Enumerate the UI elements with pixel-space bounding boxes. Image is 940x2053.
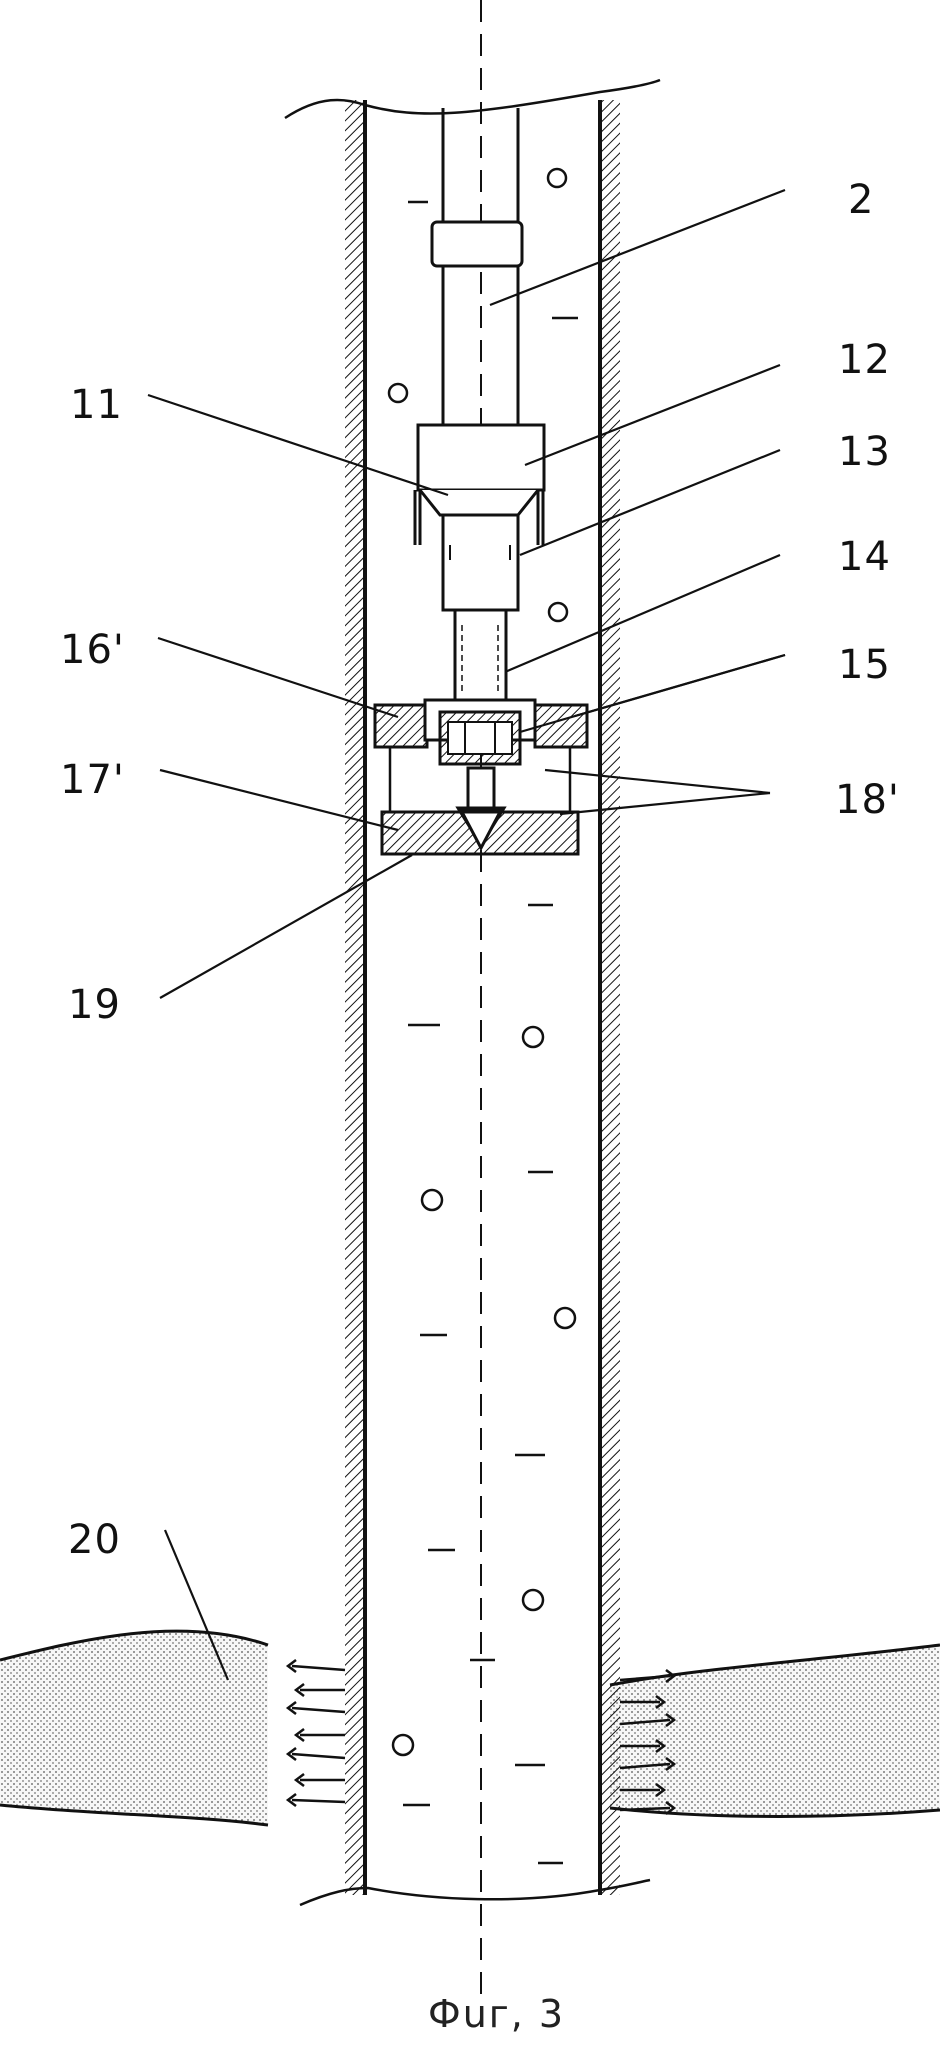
label-19: 19 [68, 982, 121, 1028]
label-18: 18' [835, 777, 900, 823]
leader-12 [524, 363, 781, 467]
packer-assembly [373, 698, 589, 812]
pump-body [413, 423, 546, 702]
label-14: 14 [838, 534, 891, 580]
flow-markers [387, 167, 578, 1865]
leader-17 [159, 768, 399, 832]
leader-2 [489, 188, 786, 307]
leader-11 [147, 393, 449, 497]
label-11: 11 [70, 382, 123, 428]
figure-caption: Фuг, 3 [428, 1992, 566, 2036]
leader-13 [519, 448, 781, 557]
label-15: 15 [838, 642, 891, 688]
leader-lines [147, 188, 786, 1681]
lower-seat [380, 810, 580, 856]
leader-20 [163, 1529, 230, 1681]
label-20: 20 [68, 1517, 121, 1563]
leader-19 [159, 854, 413, 999]
break-lines [284, 78, 661, 1907]
leader-18b [559, 791, 771, 816]
label-16: 16' [60, 627, 125, 673]
leader-16 [157, 636, 399, 719]
formation-layer [0, 1629, 940, 1827]
perforations [285, 1659, 677, 1815]
casing-walls [345, 100, 620, 1895]
label-13: 13 [838, 429, 891, 475]
label-17: 17' [60, 757, 125, 803]
leader-14 [504, 553, 781, 674]
label-12: 12 [838, 337, 891, 383]
leader-15b [574, 653, 786, 718]
label-2: 2 [848, 177, 875, 223]
leader-18a [544, 768, 771, 795]
tubing-string [430, 108, 524, 425]
